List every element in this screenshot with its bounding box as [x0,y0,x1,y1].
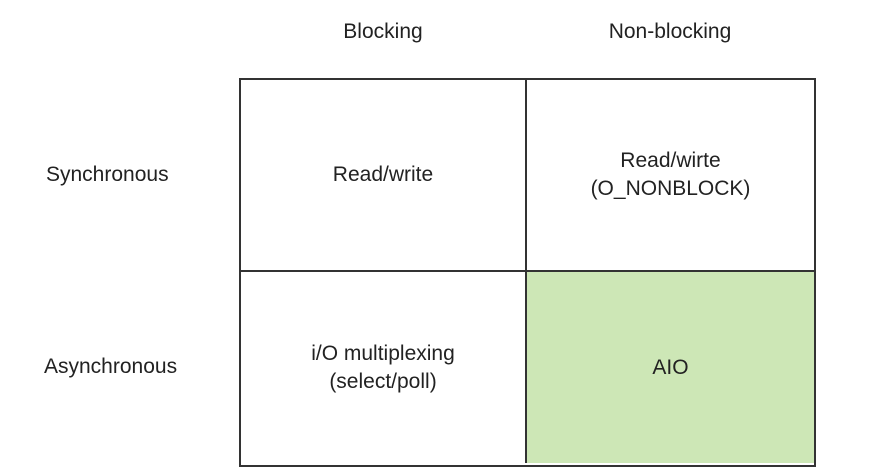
cell-sync-blocking: Read/write [241,80,527,272]
column-header-nonblocking: Non-blocking [608,20,732,43]
cell-text-line1: Read/write [332,163,434,186]
cell-async-blocking: i/O multiplexing (select/poll) [241,272,527,463]
cell-sync-nonblocking: Read/wirte (O_NONBLOCK) [527,80,814,272]
cell-text-line1: AIO [652,355,689,379]
cell-text-line1: Read/wirte [620,149,721,172]
cell-text-line1: i/O multiplexing [311,341,455,365]
row-header-synchronous: Synchronous [46,163,169,186]
cell-text-line2: (O_NONBLOCK) [590,177,751,200]
cell-async-nonblocking: AIO [527,272,814,463]
cell-text-line2: (select/poll) [329,369,437,393]
column-header-blocking: Blocking [343,20,423,43]
io-model-matrix: Read/write Read/wirte (O_NONBLOCK) i/O m… [239,78,816,467]
row-header-asynchronous: Asynchronous [44,355,178,378]
